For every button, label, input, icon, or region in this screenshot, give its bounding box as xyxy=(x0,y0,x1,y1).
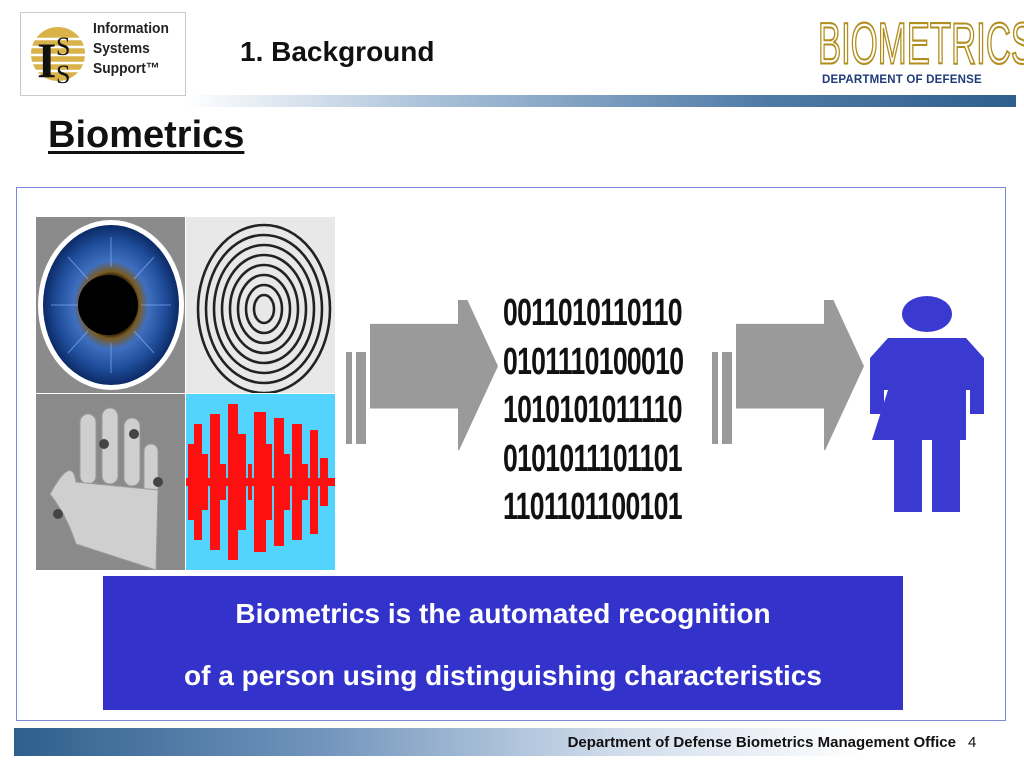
content-frame xyxy=(16,187,1006,721)
arrow-right-icon xyxy=(712,300,864,450)
binary-code: 0011010110110 0101110100010 101010101111… xyxy=(503,289,684,532)
arrow-right-icon xyxy=(346,300,498,450)
hand-geometry-image xyxy=(36,394,185,570)
fingerprint-image xyxy=(186,217,335,393)
binary-line-5: 1101101100101 xyxy=(503,486,683,528)
page-title: Biometrics xyxy=(48,114,245,156)
section-title: 1. Background xyxy=(240,36,435,67)
iss-logo: I S S Information Systems Support™ xyxy=(20,12,186,96)
brand-subtitle: DEPARTMENT OF DEFENSE xyxy=(822,74,982,86)
logo-line-3: Support™ xyxy=(93,60,160,77)
footer-text: Department of Defense Biometrics Managem… xyxy=(567,734,956,751)
logo-line-2: Systems xyxy=(93,40,150,57)
binary-line-2: 0101110100010 xyxy=(503,340,684,383)
voice-waveform-image xyxy=(186,394,335,570)
iris-icon xyxy=(38,220,184,390)
hand-icon xyxy=(36,394,185,570)
emblem-letter-i: I xyxy=(37,32,56,87)
brand-word: BIOMETRICS xyxy=(817,9,1024,76)
iss-emblem-icon: I S S xyxy=(31,27,85,87)
iss-logo-text: Information Systems Support™ xyxy=(93,19,169,79)
fingerprint-icon xyxy=(196,223,332,393)
definition-box: Biometrics is the automated recognition … xyxy=(103,576,903,710)
footer-bar xyxy=(14,728,1016,756)
header-rule xyxy=(186,95,1016,107)
person-icon xyxy=(870,296,984,512)
emblem-letter-s2: S xyxy=(56,60,70,87)
iris-image xyxy=(36,217,185,393)
definition-line-1: Biometrics is the automated recognition xyxy=(235,598,771,629)
binary-line-4: 0101011101101 xyxy=(503,437,683,480)
emblem-letter-s1: S xyxy=(56,32,70,61)
dod-biometrics-logo: BIOMETRICS DEPARTMENT OF DEFENSE xyxy=(817,12,1024,92)
binary-line-3: 1010101011110 xyxy=(503,389,683,431)
binary-line-1: 0011010110110 xyxy=(503,292,683,334)
definition-line-2: of a person using distinguishing charact… xyxy=(184,660,822,691)
page-number: 4 xyxy=(968,734,977,751)
logo-line-1: Information xyxy=(93,20,169,37)
waveform-icon xyxy=(186,394,335,570)
